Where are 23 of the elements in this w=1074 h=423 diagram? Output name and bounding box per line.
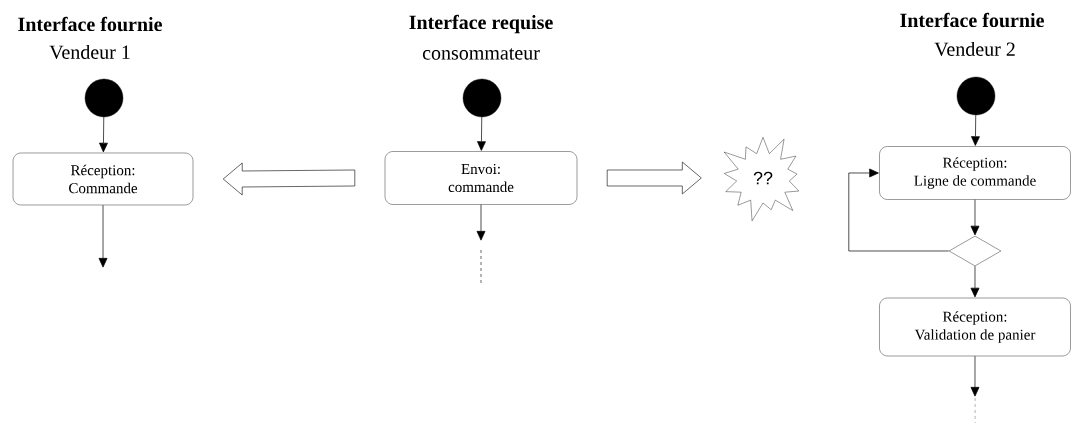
start-node (84, 78, 124, 118)
arrow (970, 355, 980, 397)
block-arrow (606, 161, 702, 195)
block-arrow (222, 162, 356, 196)
arrow (971, 114, 980, 146)
action-box: Réception: Ligne de commande (879, 146, 1071, 200)
arrow (477, 116, 486, 151)
action-box: Réception: Commande (12, 152, 194, 206)
action-box: Réception: Validation de panier (879, 297, 1071, 357)
decision-diamond (948, 235, 1002, 267)
start-node (462, 78, 502, 118)
arrow (848, 168, 950, 252)
arrow (99, 116, 108, 153)
column-subtitle: Vendeur 1 (49, 44, 130, 60)
action-box: Envoi: commande (384, 151, 578, 205)
start-node (956, 76, 996, 116)
arrow (476, 204, 486, 241)
column-subtitle: Vendeur 2 (934, 41, 1015, 57)
arrow (970, 199, 980, 236)
column-subtitle: consommateur (422, 48, 540, 60)
starburst: ?? (723, 137, 800, 222)
arrow (98, 204, 108, 268)
arrow (970, 265, 980, 298)
